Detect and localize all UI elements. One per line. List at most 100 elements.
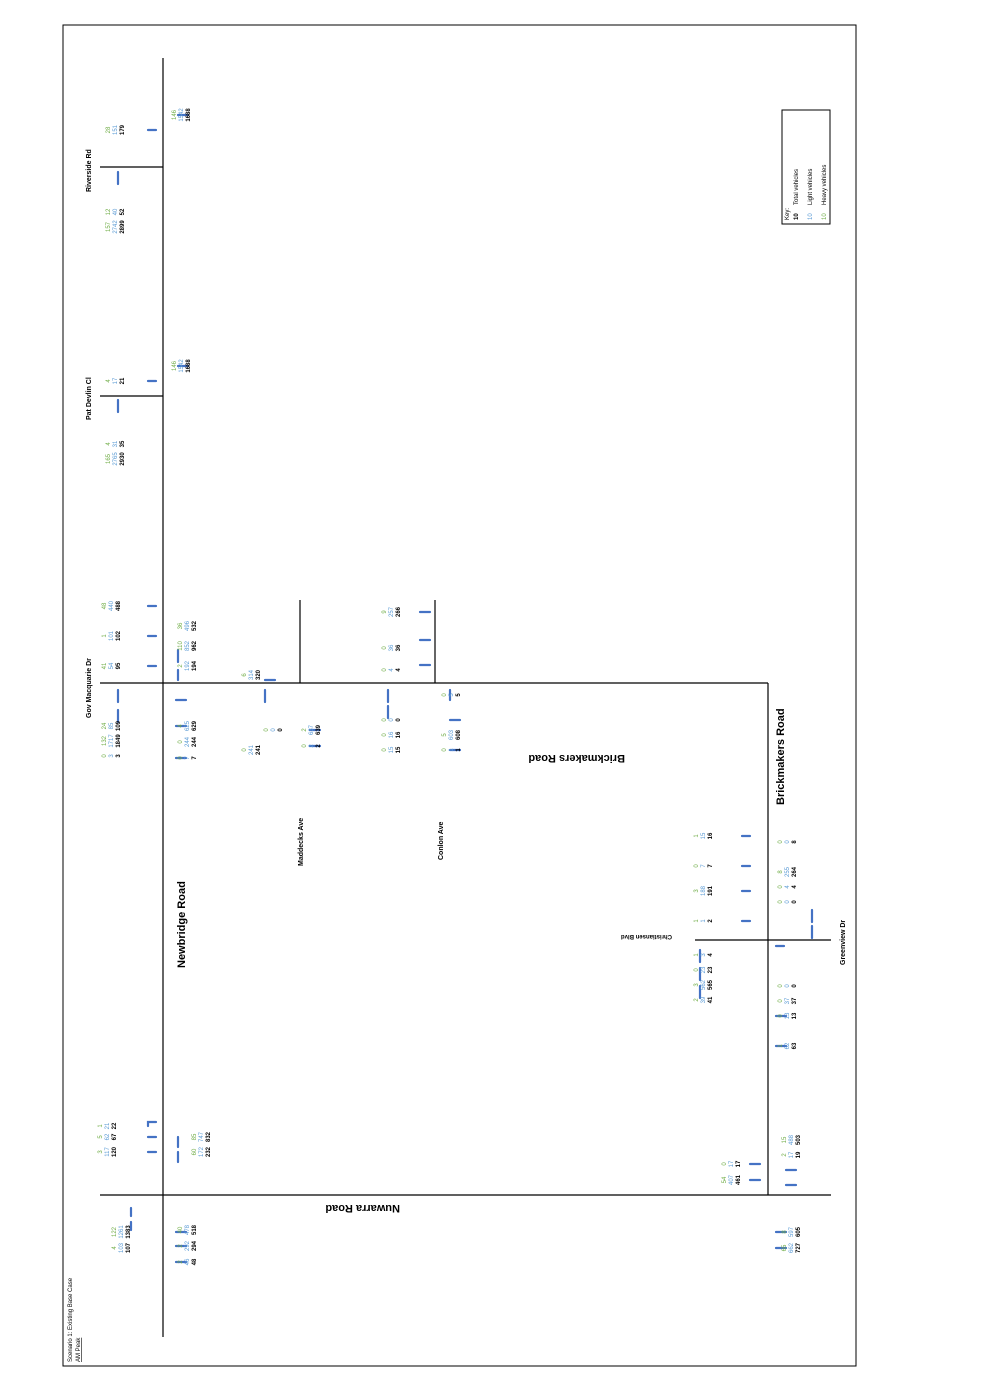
page-border	[62, 24, 857, 1367]
count-total: 102	[116, 630, 122, 641]
count-heavy: 4	[106, 442, 112, 446]
count-heavy: 1	[98, 1124, 104, 1128]
count-light: 1542	[179, 108, 185, 122]
count-total: 832	[206, 1131, 212, 1142]
count-total: 232	[206, 1146, 212, 1157]
count-heavy: 24	[102, 722, 108, 729]
count-total: 532	[192, 620, 198, 631]
count-total: 194	[192, 660, 198, 671]
count-heavy: 48	[102, 602, 108, 609]
count-total: 4	[792, 885, 798, 889]
count-heavy: 0	[442, 693, 448, 697]
count-total: 518	[192, 1224, 198, 1235]
count-light: 7	[701, 864, 707, 868]
count-heavy: 12	[106, 208, 112, 215]
arrow-icon	[263, 678, 277, 704]
count-total: 0	[396, 718, 402, 722]
count-total: 21	[120, 377, 126, 384]
count-heavy: 0	[382, 733, 388, 737]
count-total: 36	[396, 644, 402, 651]
count-total: 179	[120, 124, 126, 135]
count-heavy: 0	[694, 864, 700, 868]
count-total: 109	[116, 720, 122, 731]
count-heavy: 157	[106, 221, 112, 232]
road-name-conlon: Conlon Ave	[438, 822, 445, 860]
count-light: 0	[785, 840, 791, 844]
count-light: 23	[701, 966, 707, 973]
count-total: 0	[792, 900, 798, 904]
count-total: 95	[116, 662, 122, 669]
road-lines	[100, 58, 831, 1337]
count-total: 0	[278, 728, 284, 732]
road-name-gov-macquarie: Gov Macquarie Dr	[86, 658, 93, 718]
count-total: 35	[120, 440, 126, 447]
count-heavy: 0	[778, 885, 784, 889]
count-light: 46	[185, 1258, 191, 1265]
count-total: 294	[192, 1240, 198, 1251]
count-total: 0	[792, 984, 798, 988]
count-light: 244	[185, 736, 191, 747]
key-heavy-sample: 10	[822, 213, 828, 220]
count-light: 36	[389, 644, 395, 651]
count-light: 172	[199, 1146, 205, 1157]
count-total: 7	[708, 864, 714, 868]
count-heavy: 0	[442, 748, 448, 752]
count-total: 16	[708, 832, 714, 839]
road-name-maddecks: Maddecks Ave	[298, 818, 305, 866]
arrow-icon	[174, 698, 188, 760]
count-light: 21	[105, 1122, 111, 1129]
count-heavy: 3	[694, 983, 700, 987]
count-light: 314	[249, 669, 255, 680]
count-light: 3	[109, 754, 115, 758]
count-heavy: 110	[178, 641, 184, 651]
key-heavy-label: Heavy vehicles	[822, 165, 828, 205]
count-light: 16	[389, 731, 395, 738]
count-total: 19	[796, 1151, 802, 1158]
count-total: 48	[192, 1258, 198, 1265]
count-total: 2930	[120, 452, 126, 466]
count-heavy: 5	[98, 1135, 104, 1139]
road-name-newbridge: Newbridge Road	[176, 881, 188, 968]
count-light: 17	[113, 377, 119, 384]
count-total: 107	[126, 1242, 132, 1253]
count-light: 151	[113, 124, 119, 135]
count-heavy: 1	[102, 634, 108, 638]
count-total: 565	[708, 979, 714, 990]
arrow-icon	[146, 604, 158, 668]
count-heavy: 2	[178, 1260, 184, 1264]
count-total: 461	[736, 1174, 742, 1185]
count-heavy: 1	[778, 1044, 784, 1048]
count-total: 605	[796, 1226, 802, 1237]
count-light: 0	[389, 718, 395, 722]
count-light: 117	[105, 1147, 111, 1157]
count-heavy: 5	[442, 733, 448, 737]
count-heavy: 15	[782, 1136, 788, 1143]
count-heavy: 0	[778, 1014, 784, 1018]
count-total: 23	[708, 966, 714, 973]
count-total: 13	[792, 1012, 798, 1019]
count-heavy: 8	[778, 870, 784, 874]
arrow-icon	[774, 1230, 788, 1250]
count-light: 2765	[113, 452, 119, 466]
scenario-label: Scenario 1: Existing Base Case	[68, 1277, 74, 1362]
count-heavy: 1	[694, 834, 700, 838]
count-total: 3	[116, 754, 122, 758]
count-light: 2	[309, 744, 315, 748]
arrow-icon	[784, 1168, 798, 1187]
count-light: 257	[389, 606, 395, 617]
count-heavy: 2	[302, 728, 308, 732]
count-heavy: 0	[382, 718, 388, 722]
count-light: 1	[449, 748, 455, 752]
key-title: Key:	[785, 208, 791, 220]
count-total: 63	[792, 1042, 798, 1049]
count-total: 1688	[186, 359, 192, 373]
count-heavy: 0	[102, 754, 108, 758]
count-light: 0	[271, 728, 277, 732]
count-total: 5	[456, 693, 462, 697]
count-heavy: 2	[782, 1153, 788, 1157]
count-total: 264	[792, 866, 798, 877]
count-heavy: 0	[264, 728, 270, 732]
period-label: AM Peak	[76, 1337, 82, 1362]
count-light: 488	[789, 1134, 795, 1145]
